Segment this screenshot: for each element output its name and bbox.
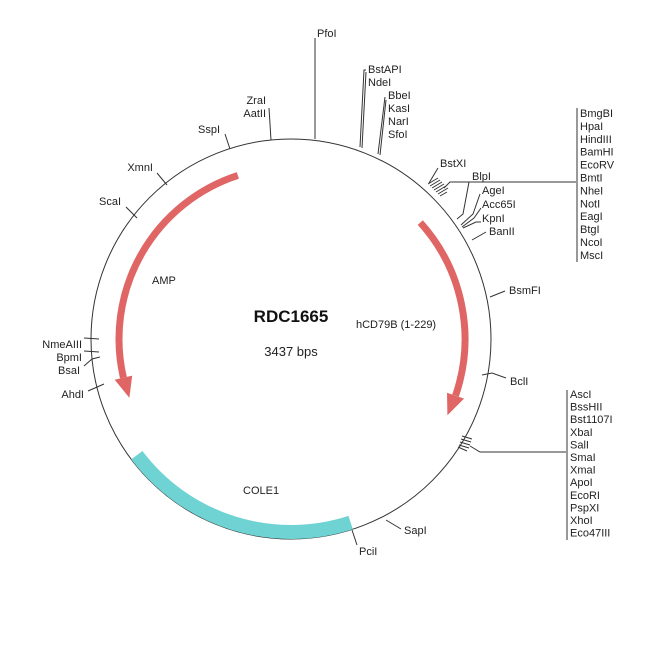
svg-text:Acc65I: Acc65I: [482, 199, 516, 211]
site-sspi[interactable]: SspI: [198, 124, 231, 150]
cole1-feature-arc[interactable]: [131, 450, 353, 539]
site-bstxi[interactable]: BstXI: [428, 158, 466, 184]
svg-text:ScaI: ScaI: [99, 196, 121, 208]
svg-text:SspI: SspI: [198, 124, 220, 136]
mcs-site-eco47iii[interactable]: Eco47III: [570, 528, 610, 540]
site-pfoi[interactable]: PfoI: [314, 28, 337, 139]
mcs-site-bmgbi[interactable]: BmgBI: [580, 108, 613, 120]
svg-text:SfoI: SfoI: [388, 129, 408, 141]
site-zrai-aatii[interactable]: ZraI AatII: [243, 95, 272, 141]
amp-arrowhead: [114, 375, 133, 398]
site-bcli[interactable]: BclI: [481, 372, 528, 388]
site-bpmi[interactable]: BpmI: [56, 350, 100, 364]
svg-text:NarI: NarI: [388, 116, 409, 128]
mcs-site-bmti[interactable]: BmtI: [580, 173, 603, 185]
mcs-site-bst1107i[interactable]: Bst1107I: [570, 414, 613, 426]
svg-text:KasI: KasI: [388, 103, 410, 115]
svg-text:BlpI: BlpI: [472, 171, 491, 183]
mcs-lower-connector: [469, 390, 568, 540]
hatch-upper: [427, 177, 449, 197]
svg-text:PciI: PciI: [359, 546, 377, 558]
mcs-site-hpai[interactable]: HpaI: [580, 121, 603, 133]
mcs-site-bamhi[interactable]: BamHI: [580, 147, 614, 159]
mcs-site-bsshii[interactable]: BssHII: [570, 402, 602, 414]
mcs-site-xbai[interactable]: XbaI: [570, 427, 593, 439]
mcs-site-asci[interactable]: AscI: [570, 389, 591, 401]
svg-text:ZraI: ZraI: [246, 95, 266, 107]
svg-text:BbeI: BbeI: [388, 90, 411, 102]
svg-text:SapI: SapI: [404, 525, 427, 537]
mcs-site-msci[interactable]: MscI: [580, 250, 603, 262]
site-ahdi[interactable]: AhdI: [61, 383, 105, 401]
site-pcii[interactable]: PciI: [351, 529, 377, 558]
mcs-site-nhei[interactable]: NheI: [580, 185, 603, 197]
svg-text:XmnI: XmnI: [127, 162, 153, 174]
mcs-upper-list: BmgBIHpaIHindIIIBamHIEcoRVBmtINheINotIEa…: [580, 108, 615, 262]
mcs-upper-connector: [443, 108, 578, 262]
site-blpi[interactable]: BlpI: [456, 171, 491, 220]
svg-text:AgeI: AgeI: [482, 185, 505, 197]
mcs-site-hindiii[interactable]: HindIII: [580, 134, 612, 146]
site-bsai[interactable]: BsaI: [58, 356, 101, 377]
site-nmeaiii[interactable]: NmeAIII: [42, 337, 100, 351]
mcs-site-smai[interactable]: SmaI: [570, 452, 596, 464]
svg-text:BpmI: BpmI: [56, 352, 82, 364]
svg-text:PfoI: PfoI: [317, 28, 337, 40]
svg-text:NdeI: NdeI: [368, 77, 391, 89]
hcd79b-label: hCD79B (1-229): [356, 319, 436, 331]
mcs-lower-list: AscIBssHIIBst1107IXbaISalISmaIXmaIApoIEc…: [570, 389, 613, 540]
svg-text:BsaI: BsaI: [58, 365, 80, 377]
site-agei-acc65i-kpni[interactable]: AgeI Acc65I KpnI: [460, 185, 516, 229]
site-bstapi-ndei[interactable]: BstAPI NdeI: [359, 64, 402, 149]
mcs-site-sali[interactable]: SalI: [570, 439, 589, 451]
svg-text:BclI: BclI: [510, 376, 528, 388]
hcd79b-arrowhead: [447, 392, 465, 416]
svg-text:NmeAIII: NmeAIII: [42, 339, 82, 351]
site-sapi[interactable]: SapI: [385, 519, 427, 537]
cole1-label: COLE1: [243, 485, 279, 497]
plasmid-size: 3437 bps: [264, 344, 318, 359]
site-banii[interactable]: BanII: [471, 226, 515, 241]
mcs-site-eagi[interactable]: EagI: [580, 211, 603, 223]
mcs-site-apoi[interactable]: ApoI: [570, 477, 593, 489]
svg-text:BstXI: BstXI: [440, 158, 466, 170]
site-xmni[interactable]: XmnI: [127, 162, 168, 186]
site-bbei-kasi-nari-sfoi[interactable]: BbeI KasI NarI SfoI: [377, 90, 411, 156]
plasmid-name: RDC1665: [254, 307, 329, 326]
site-bsmfi[interactable]: BsmFI: [489, 285, 541, 298]
svg-text:AhdI: AhdI: [61, 389, 84, 401]
svg-text:BsmFI: BsmFI: [509, 285, 541, 297]
mcs-site-noti[interactable]: NotI: [580, 198, 600, 210]
svg-text:BanII: BanII: [489, 226, 515, 238]
mcs-site-ncoi[interactable]: NcoI: [580, 237, 603, 249]
svg-text:AatII: AatII: [243, 108, 266, 120]
amp-feature-arc[interactable]: [115, 172, 239, 379]
mcs-site-pspxi[interactable]: PspXI: [570, 502, 599, 514]
mcs-site-xhoi[interactable]: XhoI: [570, 515, 593, 527]
amp-label: AMP: [152, 275, 176, 287]
mcs-site-ecori[interactable]: EcoRI: [570, 490, 600, 502]
svg-text:BstAPI: BstAPI: [368, 64, 402, 76]
svg-text:KpnI: KpnI: [482, 213, 505, 225]
hatch-lower: [457, 435, 473, 452]
mcs-site-btgi[interactable]: BtgI: [580, 224, 600, 236]
hcd79b-feature-arc[interactable]: [417, 220, 469, 397]
mcs-site-xmai[interactable]: XmaI: [570, 465, 596, 477]
site-scai[interactable]: ScaI: [99, 196, 138, 219]
mcs-site-ecorv[interactable]: EcoRV: [580, 160, 615, 172]
